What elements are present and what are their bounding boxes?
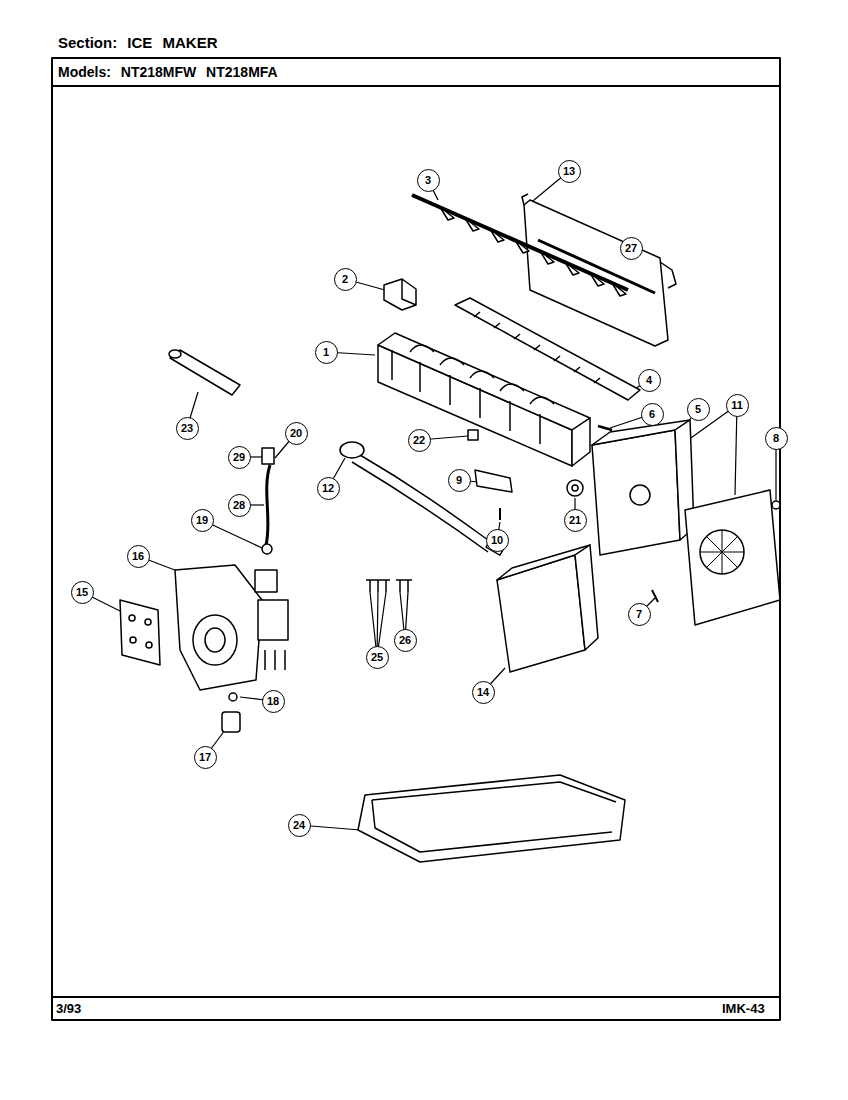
callout-circle: 19 xyxy=(191,509,214,532)
callout-circle: 25 xyxy=(366,646,389,669)
callout-circle: 27 xyxy=(620,237,643,260)
callout-number: 18 xyxy=(267,696,279,707)
callout-number: 13 xyxy=(563,166,575,177)
callout-circle: 2 xyxy=(334,268,357,291)
callout-circle: 1 xyxy=(315,341,338,364)
callout-circle: 23 xyxy=(176,417,199,440)
callout-circle: 7 xyxy=(628,603,651,626)
callout-number: 10 xyxy=(491,535,503,546)
callout-circle: 8 xyxy=(765,427,788,450)
callout-circle: 24 xyxy=(288,814,311,837)
callout-circle: 5 xyxy=(687,398,710,421)
callout-number: 16 xyxy=(132,551,144,562)
callout-number: 28 xyxy=(233,500,245,511)
callout-circle: 16 xyxy=(127,545,150,568)
callout-number: 21 xyxy=(569,515,581,526)
callout-circle: 13 xyxy=(558,160,581,183)
callout-number: 1 xyxy=(323,347,329,358)
callout-circle: 9 xyxy=(448,469,471,492)
callout-number: 12 xyxy=(322,483,334,494)
callout-circle: 26 xyxy=(394,629,417,652)
callout-number: 3 xyxy=(425,175,431,186)
callout-circle: 3 xyxy=(417,169,440,192)
callout-circle: 11 xyxy=(726,394,749,417)
callout-number: 20 xyxy=(290,428,302,439)
callout-number: 15 xyxy=(76,587,88,598)
page-code: IMK-43 xyxy=(722,1001,765,1016)
callout-number: 9 xyxy=(456,475,462,486)
callout-number: 22 xyxy=(413,435,425,446)
callout-number: 17 xyxy=(199,752,211,763)
callout-number: 19 xyxy=(196,515,208,526)
model-list: Models: NT218MFW NT218MFA xyxy=(58,64,278,80)
callout-number: 29 xyxy=(233,452,245,463)
callout-number: 25 xyxy=(371,652,383,663)
callout-circle: 4 xyxy=(638,369,661,392)
callout-circle: 6 xyxy=(641,403,664,426)
callout-circle: 17 xyxy=(194,746,217,769)
callout-circle: 10 xyxy=(486,529,509,552)
callout-number: 24 xyxy=(293,820,305,831)
callout-circle: 12 xyxy=(317,477,340,500)
date-code: 3/93 xyxy=(56,1001,81,1016)
callout-number: 6 xyxy=(649,409,655,420)
callout-circle: 22 xyxy=(408,429,431,452)
section-title: Section: ICE MAKER xyxy=(58,34,218,51)
callout-circle: 29 xyxy=(228,446,251,469)
callout-number: 8 xyxy=(773,433,779,444)
callout-number: 26 xyxy=(399,635,411,646)
callout-number: 7 xyxy=(636,609,642,620)
callout-number: 27 xyxy=(625,243,637,254)
callout-number: 5 xyxy=(695,404,701,415)
callout-number: 2 xyxy=(342,274,348,285)
callout-circle: 18 xyxy=(262,690,285,713)
callout-circle: 15 xyxy=(71,581,94,604)
callout-circle: 28 xyxy=(228,494,251,517)
callout-circle: 14 xyxy=(472,681,495,704)
callout-circle: 21 xyxy=(564,509,587,532)
callout-number: 14 xyxy=(477,687,489,698)
callout-number: 4 xyxy=(646,375,652,386)
callout-number: 11 xyxy=(731,400,743,411)
callout-number: 23 xyxy=(181,423,193,434)
callout-circle: 20 xyxy=(285,422,308,445)
